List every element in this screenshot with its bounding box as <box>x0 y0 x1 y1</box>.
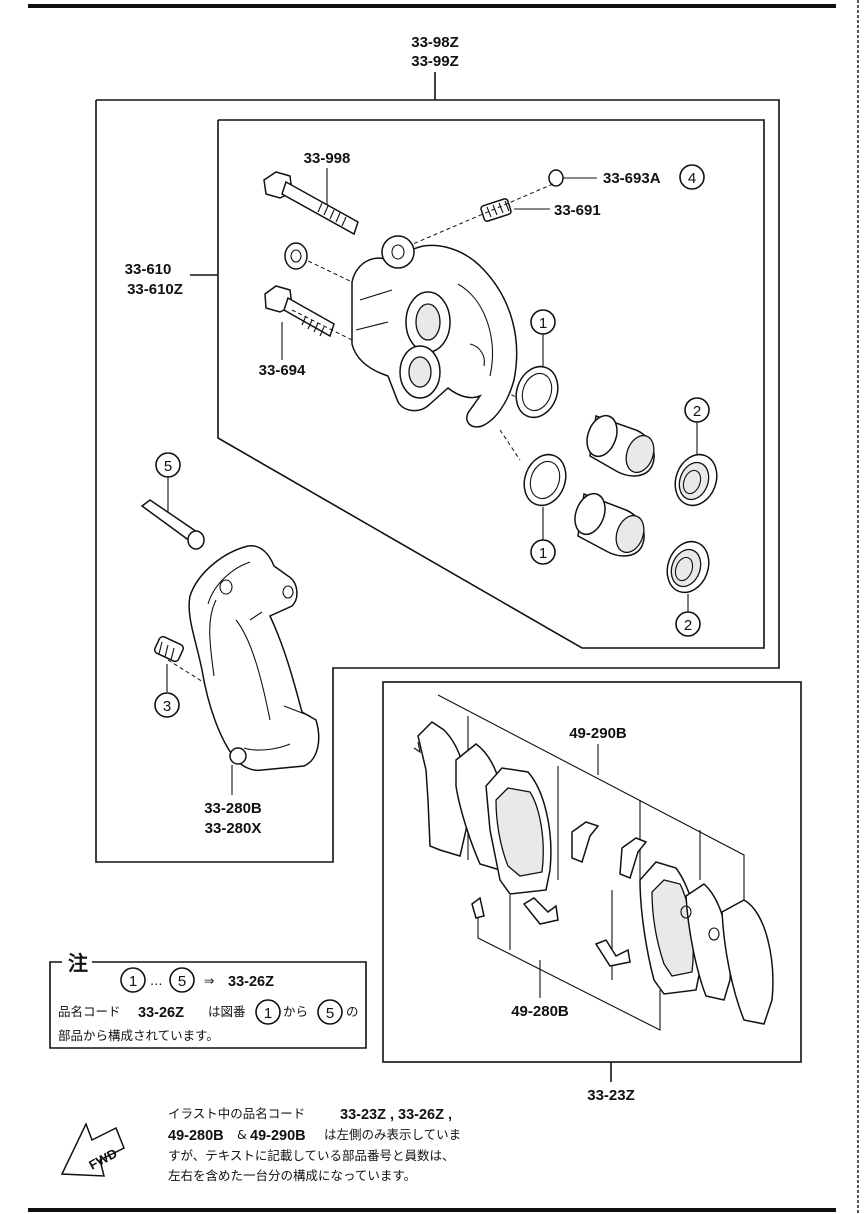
bleeder-screw <box>480 198 550 222</box>
caliper-frame <box>217 119 765 649</box>
callout-4: 4 <box>688 170 696 187</box>
assembly-frame <box>95 99 780 863</box>
note-callout-5: 5 <box>178 973 186 990</box>
note-box: 注 1 … 5 ⇒ 33-26Z 品名コード 33-26Z は図番 1 から 5… <box>49 950 367 1049</box>
callout-3: 3 <box>163 698 171 715</box>
guide-pin <box>140 499 205 550</box>
label-pad-kit: 33-23Z <box>587 1087 635 1104</box>
note-line2-c: は図番 <box>208 1004 246 1019</box>
label-caliper-1: 33-610 <box>125 261 172 278</box>
note-line2-e: の <box>346 1004 359 1019</box>
guide-piston-lower <box>499 429 521 461</box>
note-callout-1b: 1 <box>264 1005 272 1022</box>
callout-5: 5 <box>164 458 172 475</box>
callout-3-circle <box>154 692 180 718</box>
label-shim: 49-290B <box>569 725 627 742</box>
note-line3: 部品から構成されています。 <box>58 1028 219 1043</box>
note-line2-b: 33-26Z <box>138 1005 184 1021</box>
footer-l2-b: & <box>237 1127 247 1142</box>
caliper-bracket <box>188 545 320 772</box>
guide-bracket-boot <box>167 659 233 701</box>
note-callout-1: 1 <box>129 973 137 990</box>
note-range-sep: … <box>150 973 163 988</box>
footer-l3: すが、テキストに記載している部品番号と員数は、 <box>168 1148 455 1163</box>
guide-bolt-upper <box>301 257 353 283</box>
footer-l2-d: は左側のみ表示していま <box>324 1127 461 1142</box>
callout-4-circle <box>679 164 705 190</box>
piston-lower <box>574 492 645 557</box>
note-arrow: ⇒ <box>204 973 214 988</box>
label-bracket-1: 33-280B <box>204 800 262 817</box>
label-bracket-2: 33-280X <box>205 820 262 837</box>
callout-2a: 2 <box>693 403 701 420</box>
anti-squeal-shim-3 <box>680 883 732 1001</box>
note-line2-a: 品名コード <box>58 1004 121 1019</box>
callout-1a: 1 <box>539 315 547 332</box>
note-heading: 注 <box>68 951 88 975</box>
footer-l2-a: 49-280B <box>168 1128 224 1144</box>
shim-group-lines <box>437 694 745 920</box>
callout-2b: 2 <box>684 617 692 634</box>
callout-1b: 1 <box>539 545 547 562</box>
bleeder-cap <box>548 169 597 187</box>
pad-group-lines <box>477 890 661 1031</box>
callout-2b-circle <box>675 611 701 637</box>
fwd-arrow-icon: FWD <box>60 1122 125 1177</box>
piston-seal-upper <box>515 365 559 419</box>
footer-l2-c: 49-290B <box>250 1128 306 1144</box>
footer-l4: 左右を含めた一台分の構成になっています。 <box>168 1168 416 1183</box>
pad-wear-clips <box>471 821 648 967</box>
label-top-assembly-2: 33-99Z <box>411 53 459 70</box>
note-line2-d: から <box>283 1004 308 1019</box>
note-kit: 33-26Z <box>228 974 274 990</box>
pad-kit-frame <box>382 681 802 1063</box>
bracket-boot <box>153 635 185 663</box>
dust-boot-upper <box>674 453 718 507</box>
label-pad-clip: 49-280B <box>511 1003 569 1020</box>
footer-l1-b: 33-23Z , 33-26Z , <box>340 1107 452 1123</box>
caliper-bolt-lower <box>264 285 335 338</box>
label-top-assembly-1: 33-98Z <box>411 34 459 51</box>
piston-seal-lower <box>523 453 567 507</box>
label-caliper-2: 33-610Z <box>127 281 183 298</box>
anti-squeal-shim-4 <box>708 899 774 1025</box>
callout-1b-circle <box>530 539 556 565</box>
brake-pad-inner <box>485 767 552 895</box>
label-cap: 33-693A <box>603 170 661 187</box>
dust-boot-lower <box>666 540 710 594</box>
caliper-bolt-upper <box>263 171 359 236</box>
label-bleeder: 33-691 <box>554 202 601 219</box>
caliper-bushing <box>284 242 308 270</box>
brake-pad-outer <box>639 861 702 995</box>
caliper-body <box>351 235 518 428</box>
footer-l1-a: イラスト中の品名コード <box>168 1106 305 1121</box>
footer-note: イラスト中の品名コード 33-23Z , 33-26Z , 49-280B & … <box>168 1106 461 1183</box>
piston-upper <box>586 414 655 477</box>
note-callout-5b: 5 <box>326 1005 334 1022</box>
label-bolt-lower: 33-694 <box>259 362 306 379</box>
guide-cap <box>412 183 554 245</box>
label-bolt-upper: 33-998 <box>304 150 351 167</box>
